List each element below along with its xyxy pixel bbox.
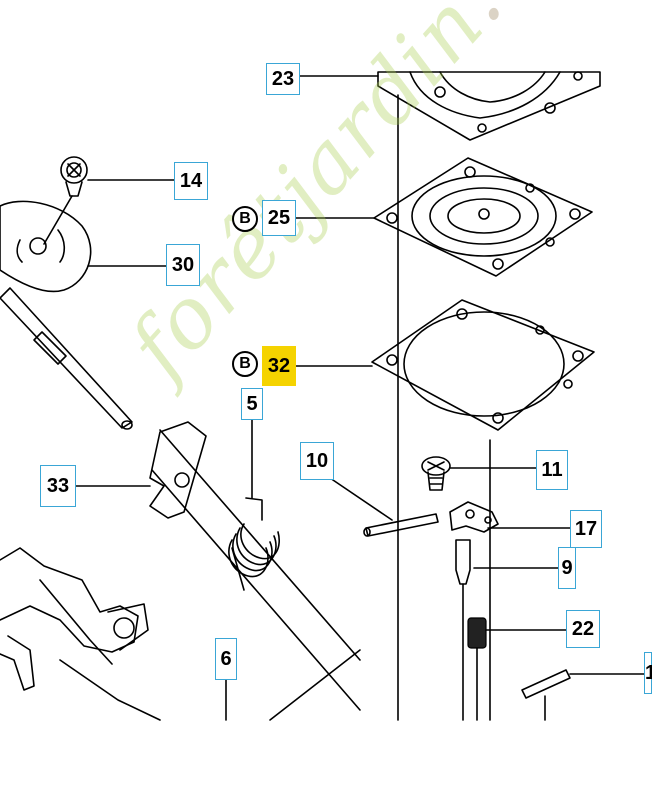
callout-17[interactable]: 17 (570, 510, 602, 548)
part-23-cover (377, 71, 601, 141)
part-33-lever (149, 421, 207, 519)
callout-10[interactable]: 10 (300, 442, 334, 480)
callout-5[interactable]: 5 (241, 388, 263, 420)
callout-22[interactable]: 22 (566, 610, 600, 648)
part-32-gasket (371, 299, 595, 431)
part-9-needle (455, 539, 471, 721)
callout-9[interactable]: 9 (558, 547, 576, 589)
part-10-pin (363, 513, 439, 537)
part-11-screw (421, 456, 451, 491)
part-22-spring (467, 617, 487, 721)
callout-14[interactable]: 14 (174, 162, 208, 200)
callout-1[interactable]: 1 (644, 652, 652, 694)
callout-6[interactable]: 6 (215, 638, 237, 680)
linkage-assembly (0, 547, 361, 721)
shaft (0, 287, 361, 711)
part-25-diaphragm (373, 157, 593, 277)
leader-14-axis (43, 195, 73, 245)
callout-23[interactable]: 23 (266, 63, 300, 95)
callout-32[interactable]: 32 (262, 346, 296, 386)
callout-33[interactable]: 33 (40, 465, 76, 507)
callout-30[interactable]: 30 (166, 244, 200, 286)
part-5-spring (228, 497, 280, 591)
badge-b-25: B (232, 206, 258, 232)
part-1-pin (521, 669, 571, 721)
leader-10 (329, 477, 393, 521)
callout-11[interactable]: 11 (536, 450, 568, 490)
badge-b-32: B (232, 351, 258, 377)
part-14-screw (60, 156, 88, 197)
part-30-plate (0, 200, 92, 293)
callout-25[interactable]: 25 (262, 200, 296, 236)
